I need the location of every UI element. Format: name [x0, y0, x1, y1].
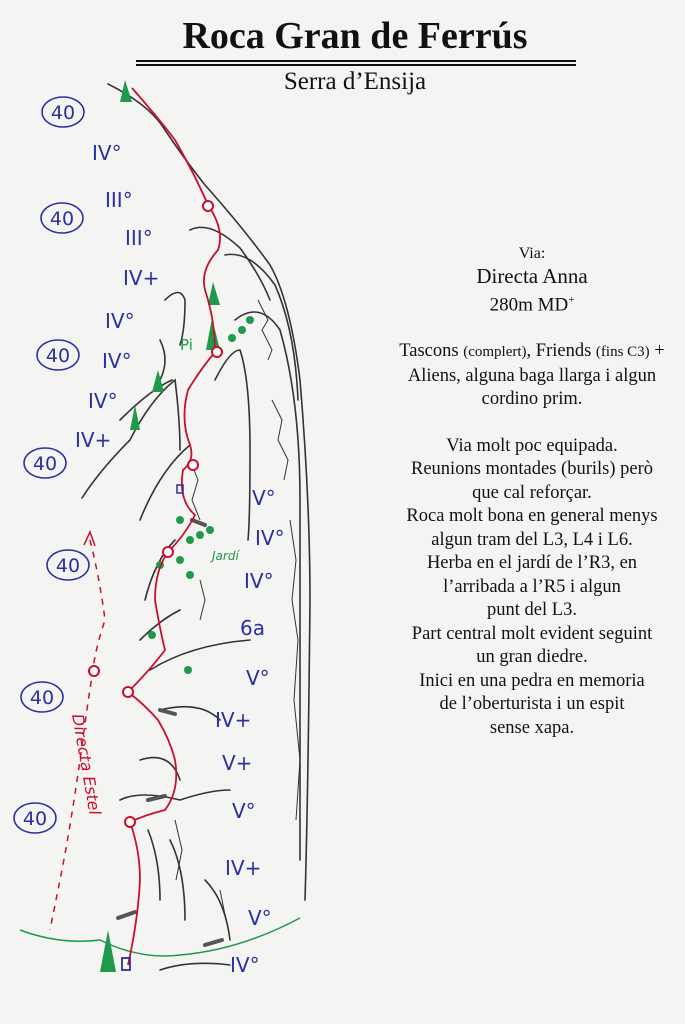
grade-label: IV°: [88, 389, 118, 413]
pitch-length-circle: [46, 549, 90, 581]
grade-label: IV+: [215, 708, 251, 732]
label-jardi: Jardí: [210, 549, 240, 563]
belay-icon: [162, 546, 174, 558]
pitch-length: 40: [23, 808, 47, 830]
gear-line-3: cordino prim.: [481, 389, 583, 410]
route-length: 280m MD: [489, 294, 569, 316]
note-line: de l’oberturista i un espit: [439, 694, 625, 715]
crack-hatching: [174, 299, 301, 921]
gear-text: +: [649, 341, 665, 362]
pitch-lengths: 40 40 40 40 40 40 40: [13, 96, 90, 834]
pitch-length-circle: [36, 339, 80, 371]
grade-plus: +: [568, 294, 575, 306]
note-line: que cal reforçar.: [472, 482, 592, 503]
title-underline: [136, 64, 576, 66]
grades: IV°III°III°IV+IV°IV°IV°IV+V°IV°IV°6aV°IV…: [75, 141, 285, 977]
note-line: un gran diedre.: [476, 647, 588, 668]
note-line: Part central molt evident seguint: [411, 623, 653, 644]
page-title: Roca Gran de Ferrús: [182, 15, 528, 57]
note-line: Via molt poc equipada.: [446, 435, 618, 456]
grade-label: III°: [125, 226, 153, 250]
grade-label: IV°: [102, 349, 132, 373]
bolt-icon: [176, 484, 184, 494]
grade-label: IV°: [255, 526, 285, 550]
pitch-length: 40: [46, 345, 70, 367]
belay-icon: [88, 665, 100, 677]
gear-text: (complert): [463, 344, 527, 361]
gear-line-1: Tascons (complert), Friends (fins C3) +: [372, 340, 685, 365]
note-line: Roca molt bona en general menys: [406, 506, 658, 527]
pitch-length: 40: [56, 555, 80, 577]
tree-icon: [206, 318, 220, 350]
pitch-length-circle: [40, 202, 84, 234]
note-line: algun tram del L3, L4 i L6.: [431, 529, 633, 550]
tree-icon: [208, 282, 220, 305]
belay-icon: [187, 459, 199, 471]
note-line: punt del L3.: [487, 600, 577, 621]
grade-label: IV°: [230, 953, 260, 977]
route-length-grade: 280m MD+: [372, 288, 685, 317]
note-line: Reunions montades (burils) però: [411, 459, 653, 480]
label-pi: Pi: [180, 336, 193, 354]
tree-icon: [120, 80, 132, 102]
grade-label: V°: [232, 799, 256, 823]
note-line: l’arribada a l’R5 i algun: [443, 576, 621, 597]
grade-label: IV+: [225, 856, 261, 880]
title-underline: [136, 60, 576, 62]
route-line-directa-anna: [126, 87, 221, 966]
belay-icon: [202, 200, 214, 212]
ledge-shadows: [116, 518, 224, 947]
route-notes: Via molt poc equipada. Reunions montades …: [372, 435, 685, 741]
pitch-length: 40: [50, 208, 74, 230]
belay-icon: [124, 816, 136, 828]
grade-label: V+: [222, 751, 252, 775]
tree-icon: [130, 405, 140, 430]
grade-label: IV°: [244, 569, 274, 593]
route-name: Directa Anna: [476, 264, 588, 288]
via-label: Via:: [518, 245, 546, 262]
start-marker-icon: [121, 957, 131, 971]
vegetation: [100, 80, 254, 972]
page-subtitle: Serra d’Ensija: [283, 68, 427, 95]
belay-icon: [122, 686, 134, 698]
grade-label: IV+: [75, 428, 111, 452]
pitch-length: 40: [30, 687, 54, 709]
pitch-length-circle: [23, 447, 67, 479]
gear-line-2: Aliens, alguna baga llarga i algun: [407, 365, 657, 386]
grade-label: V°: [252, 486, 276, 510]
gear-text: , Friends: [526, 341, 596, 362]
grade-label: V°: [248, 906, 272, 930]
rock-outline: [81, 83, 311, 971]
gear-text: Tascons: [399, 341, 464, 362]
belay-icon: [211, 346, 223, 358]
pitch-length-circle: [20, 681, 64, 713]
route-line-directa-estel: [49, 539, 106, 931]
route-info: Via: Directa Anna 280m MD+ Tascons (comp…: [372, 244, 685, 740]
note-line: Inici en una pedra en memoria: [419, 670, 645, 691]
grade-label: IV°: [105, 309, 135, 333]
note-line: sense xapa.: [489, 717, 575, 738]
ground-line: [19, 917, 301, 957]
gear-text: (fins C3): [595, 344, 650, 361]
arrow-up-icon: [83, 530, 96, 547]
pitch-length: 40: [51, 102, 75, 124]
grade-label: V°: [246, 666, 270, 690]
tree-icon: [152, 370, 164, 392]
belays: [88, 200, 223, 828]
grade-label: III°: [105, 188, 133, 212]
grade-label: IV+: [123, 266, 159, 290]
grade-label: IV°: [92, 141, 122, 165]
pitch-length-circle: [41, 96, 85, 128]
tree-icon: [100, 930, 116, 972]
note-line: Herba en el jardí de l’R3, en: [426, 553, 638, 574]
pitch-length: 40: [33, 453, 57, 475]
pitch-length-circle: [13, 802, 57, 834]
grade-label: 6a: [240, 616, 265, 640]
